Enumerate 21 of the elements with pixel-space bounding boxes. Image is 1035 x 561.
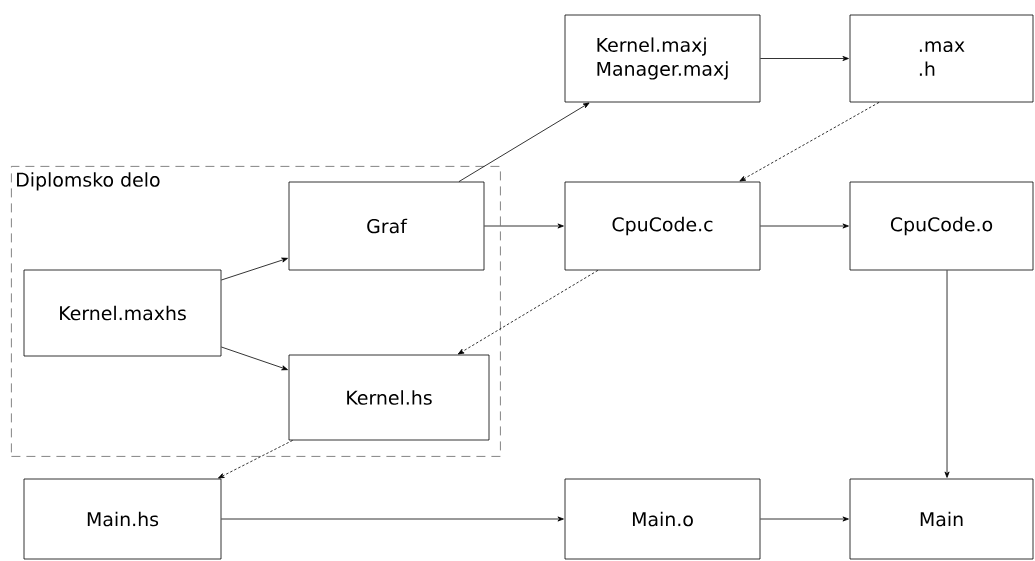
file-box: .max .h — [849, 14, 1034, 103]
arrow — [760, 56, 849, 61]
file-box: Main.o — [564, 478, 761, 560]
arrow — [221, 257, 288, 281]
arrow — [221, 346, 288, 371]
file-box: CpuCode.o — [849, 181, 1034, 271]
arrow — [739, 102, 880, 182]
arrow — [221, 516, 564, 522]
arrow — [760, 223, 849, 229]
file-box: Kernel.maxj Manager.maxj — [564, 14, 761, 103]
file-box: Main.hs — [23, 478, 222, 560]
file-box: Kernel.hs — [288, 354, 490, 441]
arrow — [760, 516, 849, 522]
arrow — [218, 440, 293, 479]
file-box: Graf — [288, 181, 485, 271]
file-box: Main — [849, 478, 1034, 560]
arrow — [944, 270, 950, 478]
arrow — [484, 223, 564, 229]
file-box: Kernel.maxhs — [23, 269, 222, 357]
arrow — [457, 270, 599, 355]
file-box: CpuCode.c — [564, 181, 761, 271]
